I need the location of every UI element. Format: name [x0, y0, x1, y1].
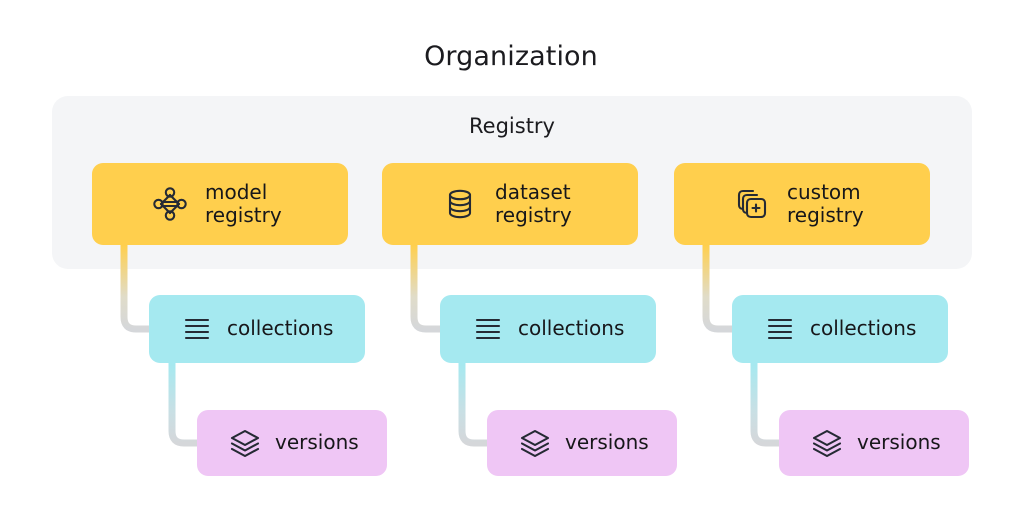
database-cylinder-icon	[439, 183, 481, 225]
node-label: versions	[275, 430, 359, 455]
node-versions-2[interactable]: versions	[487, 410, 677, 476]
node-label: custom registry	[787, 179, 864, 227]
node-custom-registry[interactable]: custom registry	[674, 163, 930, 245]
node-dataset-registry[interactable]: dataset registry	[382, 163, 638, 245]
node-model-registry[interactable]: model registry	[92, 163, 348, 245]
stacked-squares-plus-icon	[731, 183, 773, 225]
node-label: dataset registry	[495, 179, 572, 227]
layers-stack-icon	[811, 427, 843, 459]
node-label: versions	[857, 430, 941, 455]
list-lines-icon	[181, 313, 213, 345]
layers-stack-icon	[519, 427, 551, 459]
node-label: collections	[518, 316, 625, 341]
node-collections-3[interactable]: collections	[732, 295, 948, 363]
layers-stack-icon	[229, 427, 261, 459]
node-collections-1[interactable]: collections	[149, 295, 365, 363]
node-versions-1[interactable]: versions	[197, 410, 387, 476]
list-lines-icon	[472, 313, 504, 345]
connector-collections-versions-2	[458, 359, 494, 447]
registry-panel-title: Registry	[469, 114, 555, 138]
node-versions-3[interactable]: versions	[779, 410, 969, 476]
node-label: versions	[565, 430, 649, 455]
list-lines-icon	[764, 313, 796, 345]
node-label: model registry	[205, 179, 282, 227]
page-title: Organization	[424, 41, 598, 72]
model-graph-icon	[149, 183, 191, 225]
node-label: collections	[227, 316, 334, 341]
node-label: collections	[810, 316, 917, 341]
node-collections-2[interactable]: collections	[440, 295, 656, 363]
connector-collections-versions-1	[168, 359, 204, 447]
connector-collections-versions-3	[750, 359, 786, 447]
